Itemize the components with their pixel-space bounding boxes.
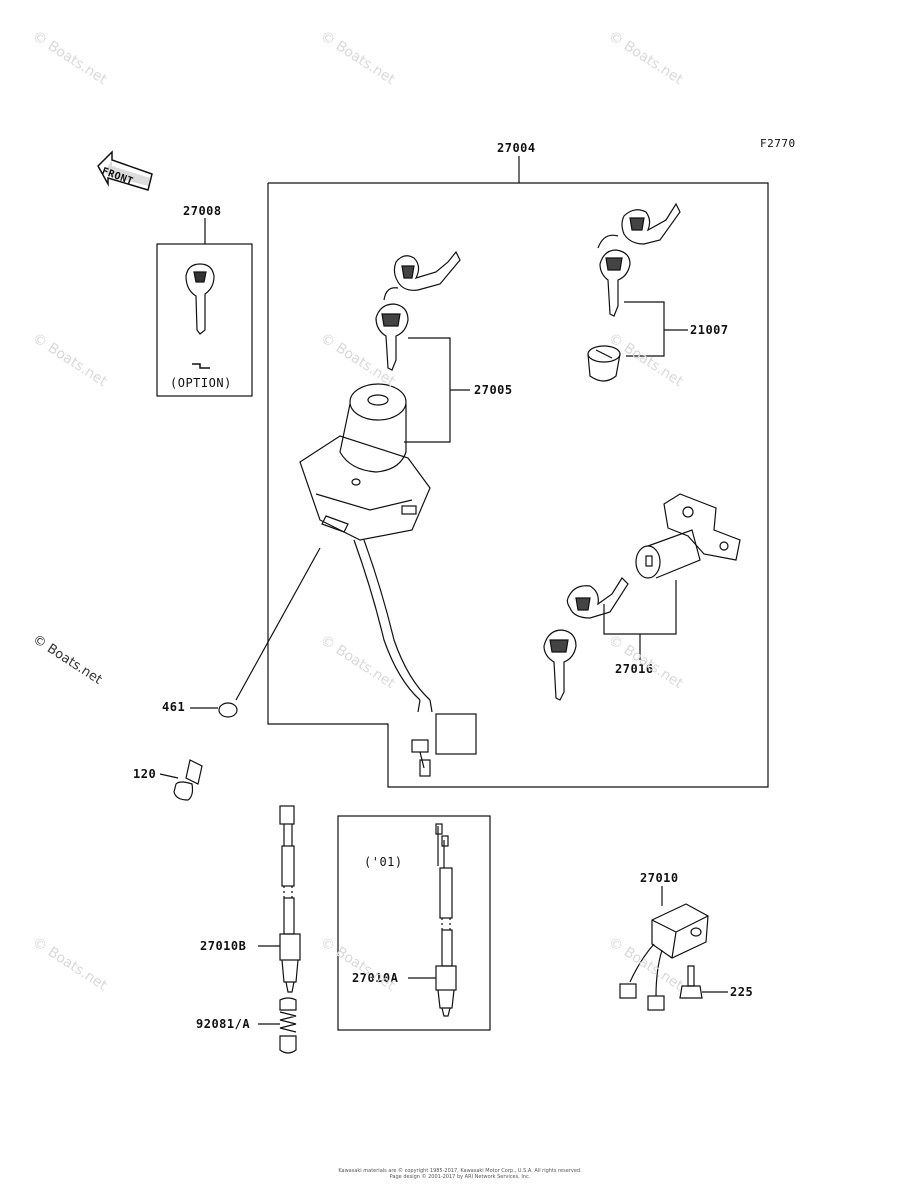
part-label-27016[interactable]: 27016 [615, 662, 654, 676]
screw-225-icon [679, 965, 703, 999]
washer-461-icon [218, 702, 238, 718]
leader-120 [159, 773, 179, 779]
ignition-harness-icon [353, 539, 477, 777]
switch-27010a-icon [435, 823, 457, 1017]
figure-code: F2770 [760, 137, 796, 150]
leader-461-part [235, 547, 321, 701]
part-label-27005[interactable]: 27005 [474, 383, 513, 397]
footer-line-2: Page design © 2001-2017 by ARI Network S… [389, 1174, 531, 1180]
part-label-120[interactable]: 120 [133, 767, 157, 781]
spring-92081a-icon [279, 997, 297, 1054]
part-label-27010a[interactable]: 27010A [352, 971, 399, 985]
option-key-icon [185, 263, 215, 369]
year-note: ('01) [364, 855, 403, 869]
keys-27016-icon [543, 577, 629, 701]
switch-27010-icon [619, 886, 709, 1011]
part-label-27008[interactable]: 27008 [183, 204, 222, 218]
year-box-01 [337, 815, 491, 1031]
switch-27010b-icon [279, 805, 301, 993]
option-label: (OPTION) [170, 376, 232, 390]
part-label-27010[interactable]: 27010 [640, 871, 679, 885]
keys-27005-icon [375, 250, 461, 371]
footer-line-1: Kawasaki materials are © copyright 1985-… [338, 1168, 582, 1174]
front-arrow-icon [97, 150, 153, 191]
assembly-frame-27004 [267, 182, 769, 788]
ignition-switch-icon [299, 383, 431, 541]
part-label-92081a[interactable]: 92081/A [196, 1017, 251, 1031]
part-label-21007[interactable]: 21007 [690, 323, 729, 337]
keys-21007-icon [597, 202, 681, 317]
bolt-120-icon [173, 759, 203, 801]
leader-21007 [624, 301, 665, 357]
lock-cap-icon [587, 345, 621, 382]
leader-27005 [404, 337, 451, 443]
seat-lock-icon [635, 493, 741, 579]
leader-27016 [603, 580, 677, 635]
part-label-27004[interactable]: 27004 [497, 141, 536, 155]
part-label-461[interactable]: 461 [162, 700, 186, 714]
copyright-footer: Kawasaki materials are © copyright 1985-… [330, 1168, 590, 1180]
part-label-27010b[interactable]: 27010B [200, 939, 247, 953]
part-label-225[interactable]: 225 [730, 985, 754, 999]
